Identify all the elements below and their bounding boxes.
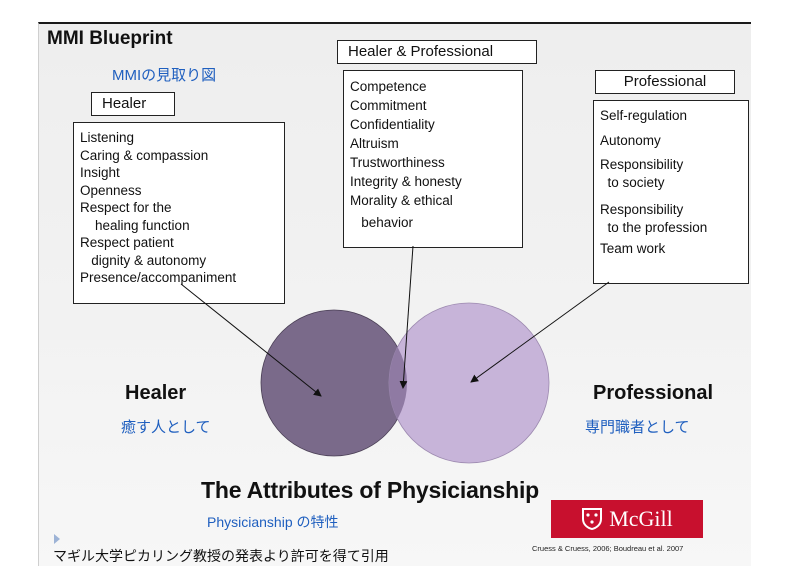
list-item: Team work <box>600 241 666 256</box>
list-item: to the profession <box>600 219 708 235</box>
professional-label: Professional <box>593 382 714 404</box>
list-item: Openness <box>80 182 142 198</box>
healer-professional-box-label: Healer & Professional <box>337 40 537 64</box>
mcgill-logo-text: McGill <box>609 506 673 531</box>
list-item: Responsibility <box>600 157 684 172</box>
main-title-jp: Physicianship の特性 <box>207 514 339 530</box>
professional-circle <box>388 302 550 464</box>
footer-jp: マギル大学ピカリング教授の発表より許可を得て引用 <box>53 548 389 564</box>
healer-label-jp: 癒す人として <box>121 419 211 436</box>
list-item: Caring & compassion <box>80 147 209 163</box>
bullet-triangle-icon <box>54 534 60 544</box>
main-title: The Attributes of Physicianship <box>201 477 539 503</box>
list-item: Insight <box>80 165 120 180</box>
list-item: Morality & ethical <box>350 193 453 208</box>
slide-title: MMI Blueprint <box>47 28 173 49</box>
list-item: Competence <box>350 79 427 94</box>
list-item: healing function <box>80 217 190 233</box>
mcgill-shield-icon <box>582 508 603 530</box>
list-item: Presence/accompaniment <box>80 270 237 285</box>
citation: Cruess & Cruess, 2006; Boudreau et al. 2… <box>532 544 684 553</box>
list-item: Self-regulation <box>600 108 688 123</box>
healer-circle <box>260 309 408 457</box>
list-item: Responsibility <box>600 202 684 217</box>
slide-subtitle-jp: MMIの見取り図 <box>112 67 217 84</box>
list-item: Confidentiality <box>350 117 435 132</box>
list-item: Integrity & honesty <box>350 174 462 189</box>
professional-arrow <box>470 281 610 383</box>
list-item: Listening <box>80 130 135 145</box>
list-item: Respect patient <box>80 235 174 250</box>
list-item: to society <box>600 174 665 190</box>
list-item: dignity & autonomy <box>80 252 207 268</box>
mcgill-logo: McGill <box>551 500 703 538</box>
list-item: Autonomy <box>600 132 661 148</box>
list-item: Altruism <box>350 136 399 151</box>
list-item: behavior <box>350 215 414 230</box>
healer-arrow <box>180 283 322 397</box>
healer-label: Healer <box>125 382 187 404</box>
professional-label-jp: 専門職者として <box>585 419 690 436</box>
list-item: Trustworthiness <box>350 155 445 170</box>
professional-box-label: Professional <box>595 70 735 94</box>
venn-diagram <box>180 245 610 464</box>
healer-box-label: Healer <box>91 92 175 116</box>
list-item: Commitment <box>350 98 427 113</box>
overlap-arrow <box>399 245 414 389</box>
list-item: Respect for the <box>80 200 172 215</box>
